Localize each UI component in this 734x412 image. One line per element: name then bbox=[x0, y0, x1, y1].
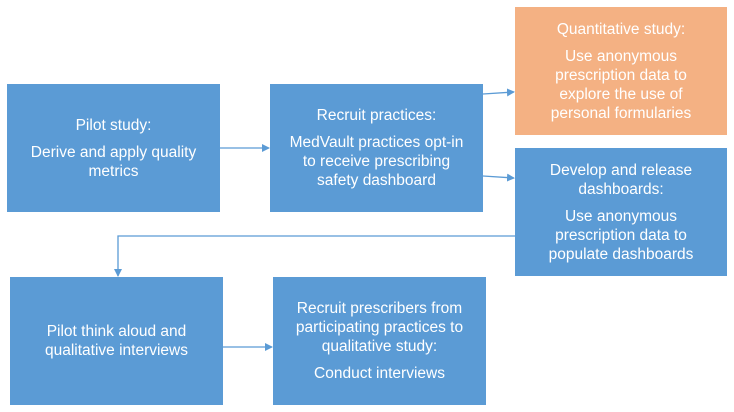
pilot-study-heading: Pilot study: bbox=[75, 116, 152, 134]
recruit-practices-body: MedVault practices opt-in to receive pre… bbox=[289, 134, 464, 189]
arrow-recruit-to-dashboards bbox=[482, 173, 515, 182]
pilot-interviews-box: Pilot think aloud and qualitative interv… bbox=[10, 277, 223, 405]
quantitative-study-box: Quantitative study: Use anonymous prescr… bbox=[515, 7, 727, 135]
quantitative-study-heading: Quantitative study: bbox=[556, 20, 686, 38]
recruit-prescribers-heading: Recruit prescribers from participating p… bbox=[295, 300, 464, 355]
pilot-study-box: Pilot study: Derive and apply quality me… bbox=[7, 84, 220, 212]
develop-dashboards-box: Develop and release dashboards: Use anon… bbox=[515, 148, 727, 276]
arrow-dashboards-to-pilot-interviews bbox=[114, 235, 515, 277]
pilot-interviews-body: Pilot think aloud and qualitative interv… bbox=[44, 323, 188, 359]
arrow-recruit-to-quantitative bbox=[482, 88, 515, 97]
recruit-practices-heading: Recruit practices: bbox=[316, 107, 437, 124]
quantitative-study-body: Use anonymous prescription data to explo… bbox=[550, 47, 692, 122]
recruit-practices-box: Recruit practices: MedVault practices op… bbox=[270, 84, 483, 212]
pilot-study-body: Derive and apply quality metrics bbox=[30, 143, 197, 180]
develop-dashboards-heading: Develop and release dashboards: bbox=[549, 161, 693, 198]
recruit-prescribers-body: Conduct interviews bbox=[314, 365, 445, 382]
recruit-prescribers-box: Recruit prescribers from participating p… bbox=[273, 277, 486, 405]
develop-dashboards-body: Use anonymous prescription data to popul… bbox=[548, 207, 694, 263]
